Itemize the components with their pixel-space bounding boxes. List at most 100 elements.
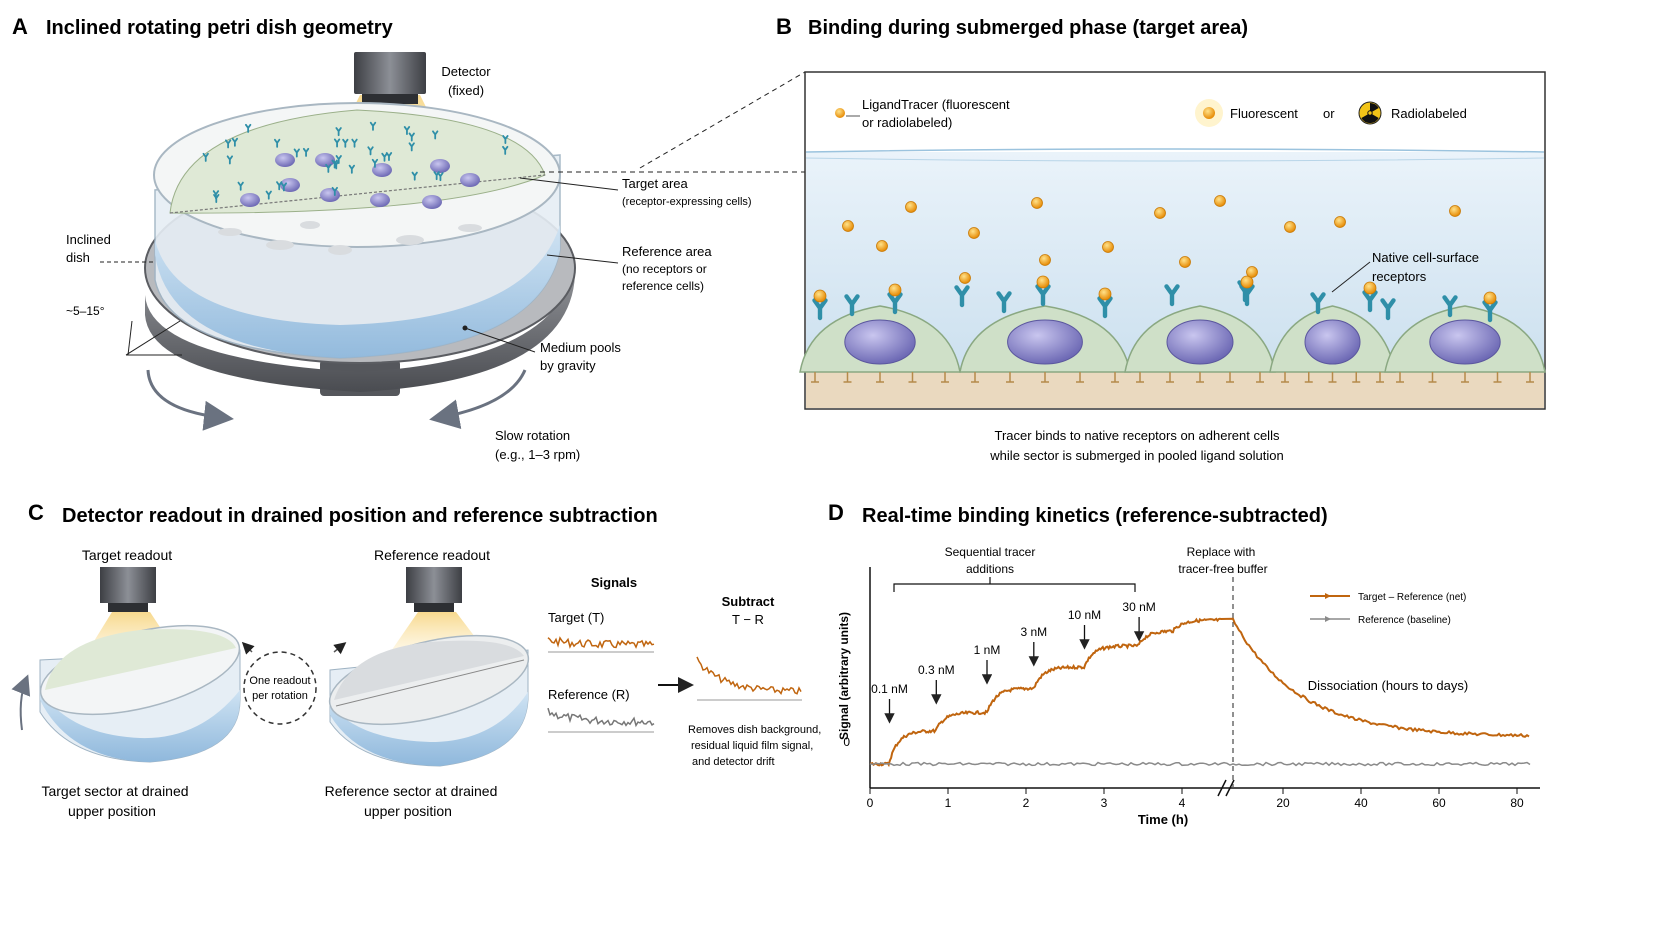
- buffer-label: tracer-free buffer: [1178, 562, 1267, 576]
- caption-b-line2: while sector is submerged in pooled liga…: [989, 448, 1283, 463]
- focal-adhesion: [811, 372, 819, 383]
- reference-sector-label: Reference sector at drained: [325, 783, 498, 799]
- receptor: [502, 135, 509, 145]
- receptor: [325, 163, 332, 173]
- sequential-label: Sequential tracer: [945, 545, 1036, 559]
- receptor: [1164, 284, 1180, 307]
- x-tick-label: 80: [1510, 796, 1524, 810]
- cell-nucleus: [1166, 319, 1234, 365]
- receptor: [408, 132, 415, 142]
- cell-nucleus: [320, 188, 340, 202]
- series-reference-line: [869, 761, 1531, 767]
- tracer-molecule: [1098, 287, 1112, 301]
- focal-adhesion: [1076, 372, 1084, 383]
- reference-area-label: Reference area: [622, 244, 712, 259]
- target-area-sub: (receptor-expressing cells): [622, 196, 752, 208]
- cell-nucleus: [844, 319, 916, 365]
- x-tick-label: 4: [1179, 796, 1186, 810]
- axis-break: [1217, 779, 1235, 797]
- receptor: [202, 152, 209, 162]
- cell-nucleus: [422, 195, 442, 209]
- receptor: [432, 130, 439, 140]
- ligand-label: LigandTracer (fluorescent: [862, 97, 1010, 112]
- addition-label: 10 nM: [1068, 608, 1101, 622]
- cell-layer-b: [799, 275, 1546, 383]
- removes-line1: Removes dish background,: [688, 724, 821, 736]
- rotation-label: Slow rotation: [495, 428, 570, 443]
- x-axis-label: Time (h): [1138, 812, 1188, 827]
- rotation-cycle-icon: [243, 651, 317, 725]
- radiation-icon: [1358, 101, 1382, 125]
- removes-line3: and detector drift: [692, 756, 775, 768]
- receptor: [411, 171, 418, 181]
- chart-legend: Target – Reference (net) Reference (base…: [1310, 592, 1466, 626]
- tracer-molecule: [959, 272, 971, 284]
- receptor: [333, 138, 341, 148]
- tracer-molecule: [813, 289, 827, 303]
- receptor: [273, 138, 281, 148]
- focal-adhesion: [1281, 372, 1289, 383]
- focal-adhesion: [1111, 372, 1119, 383]
- receptor: [1239, 284, 1255, 307]
- tracer-molecule: [888, 283, 902, 297]
- x-tick-label: 20: [1276, 796, 1290, 810]
- or-label: or: [1323, 106, 1335, 121]
- focal-adhesion: [876, 372, 884, 383]
- receptor: [954, 285, 970, 308]
- cell-nucleus: [315, 153, 335, 167]
- tracer-molecule: [876, 240, 888, 252]
- angle-ray: [125, 320, 181, 356]
- receptors-sub: receptors: [1372, 269, 1427, 284]
- tracer-molecule: [1179, 256, 1191, 268]
- tracer-molecule: [842, 220, 854, 232]
- leader-receptors: [1331, 261, 1371, 293]
- tracer-molecule: [1363, 281, 1377, 295]
- target-signal-trace: [547, 636, 655, 650]
- cell-nucleus: [372, 163, 392, 177]
- subtract-label: Subtract: [722, 594, 775, 609]
- y-tick-0: 0: [843, 735, 850, 749]
- tracer-molecule: [1154, 207, 1166, 219]
- fluorescent-label: Fluorescent: [1230, 106, 1298, 121]
- receptor: [293, 148, 300, 158]
- focal-adhesion: [1396, 372, 1404, 383]
- cell-nucleus: [370, 193, 390, 207]
- tracer-molecule: [1449, 205, 1461, 217]
- receptor: [351, 138, 358, 148]
- medium-label: Medium pools: [540, 340, 621, 355]
- receptors-label: Native cell-surface: [1372, 250, 1479, 265]
- focal-adhesion: [971, 372, 979, 383]
- x-tick-label: 3: [1101, 796, 1108, 810]
- tracer-molecule: [1246, 266, 1258, 278]
- additions-label: additions: [966, 562, 1014, 576]
- receptor: [371, 158, 379, 168]
- focal-adhesion: [1328, 372, 1337, 383]
- focal-adhesion: [1526, 372, 1534, 383]
- tracer-molecule: [1284, 221, 1296, 233]
- receptor: [887, 292, 903, 315]
- focal-adhesion: [1196, 372, 1204, 383]
- cell-nucleus: [430, 159, 450, 173]
- rotation-arrow-right: [429, 369, 527, 430]
- tracer-molecule: [968, 227, 980, 239]
- tracer-molecule: [1240, 275, 1254, 289]
- receptor: [996, 291, 1012, 314]
- addition-label: 30 nM: [1122, 600, 1155, 614]
- receptor: [244, 123, 252, 133]
- panel-d-title: Real-time binding kinetics (reference-su…: [862, 505, 1328, 527]
- focal-adhesion: [1256, 372, 1264, 383]
- receptor: [331, 186, 338, 196]
- panel-d-letter: D: [828, 500, 844, 525]
- target-area-label: Target area: [622, 176, 689, 191]
- x-tick-label: 40: [1354, 796, 1368, 810]
- zoom-line-2: [639, 71, 806, 169]
- inclined-dish-label: dish: [66, 250, 90, 265]
- receptor: [844, 294, 860, 317]
- reference-area-sub1: (no receptors or: [622, 262, 707, 276]
- receptor: [1380, 298, 1396, 321]
- receptor: [231, 137, 239, 147]
- receptor: [385, 152, 393, 162]
- focal-adhesion: [1352, 372, 1361, 383]
- addition-label: 3 nM: [1020, 625, 1047, 639]
